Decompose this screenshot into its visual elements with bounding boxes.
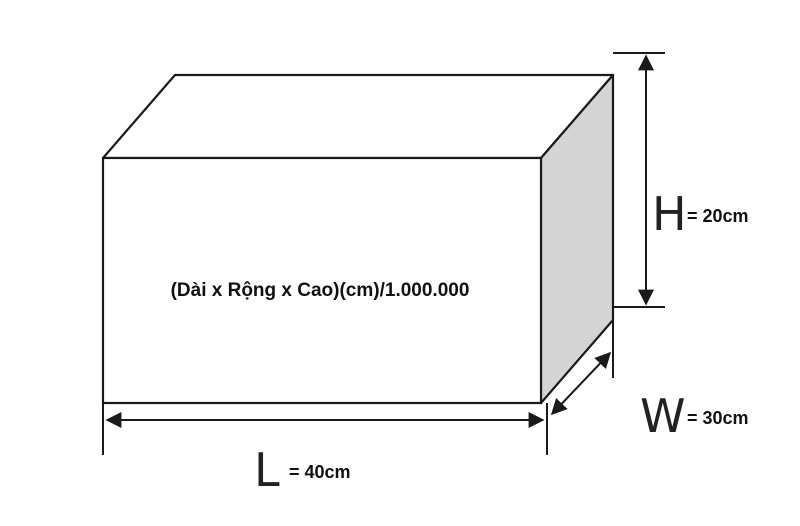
- width-value: = 30cm: [687, 408, 749, 428]
- volume-formula: (Dài x Rộng x Cao)(cm)/1.000.000: [171, 280, 470, 301]
- height-value: = 20cm: [687, 206, 749, 226]
- box-front-face: [101, 156, 543, 405]
- width-dimension: W = 30cm: [546, 320, 749, 455]
- height-letter: H: [652, 187, 687, 241]
- length-value: = 40cm: [289, 462, 351, 482]
- width-arrow: [550, 351, 612, 416]
- box-top-face: [101, 73, 615, 160]
- length-letter: L: [254, 443, 280, 497]
- height-dimension: H = 20cm: [613, 52, 749, 308]
- length-dimension: L = 40cm: [102, 378, 545, 497]
- width-letter: W: [640, 389, 685, 443]
